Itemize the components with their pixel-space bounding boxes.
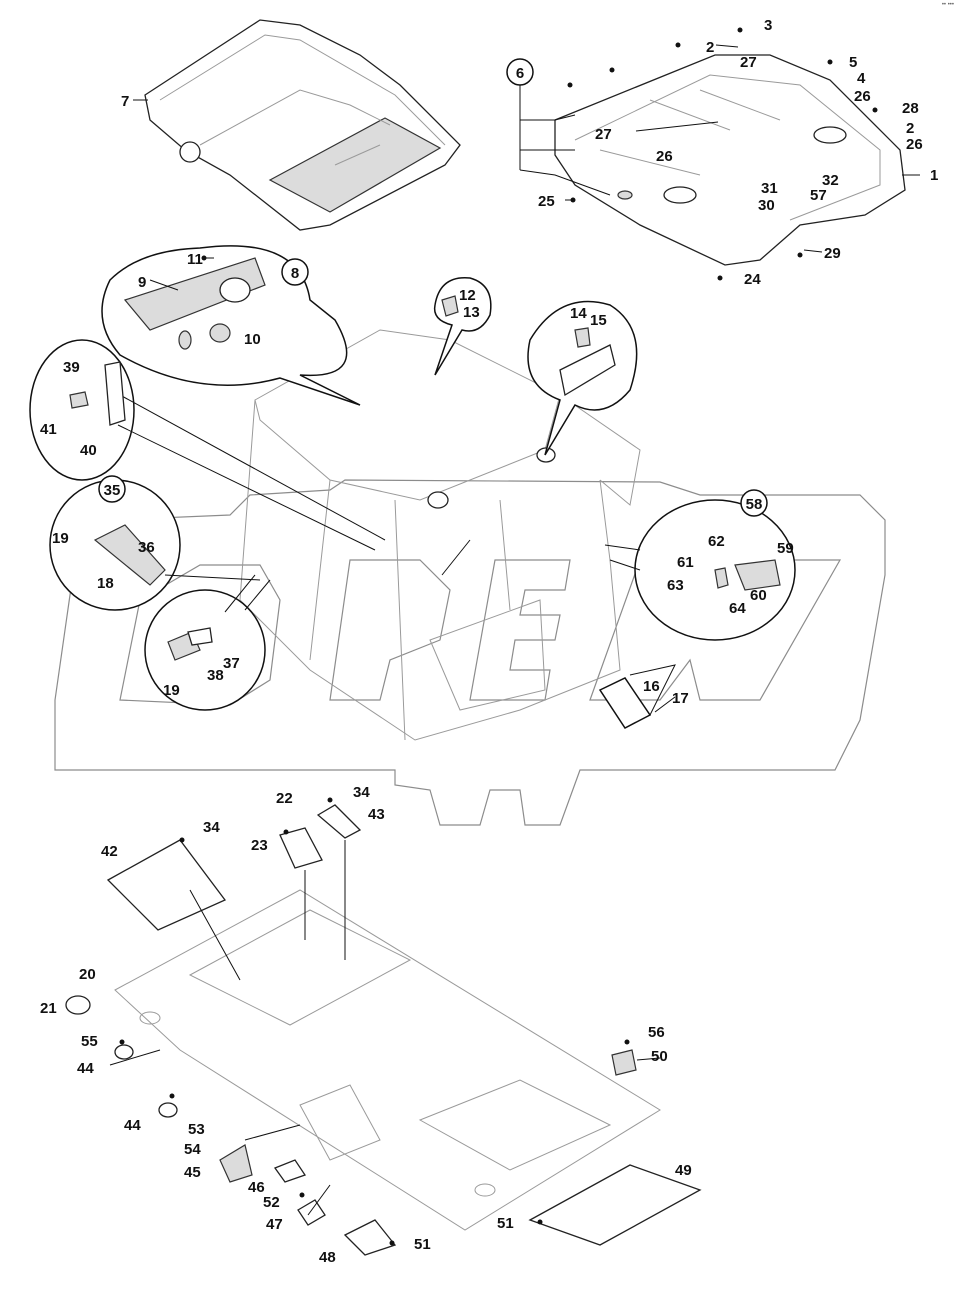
part-label: 2 [706, 39, 714, 56]
part-label: 7 [121, 93, 129, 110]
part-label: 10 [244, 331, 261, 348]
part-label: 12 [459, 287, 476, 304]
callout-badge-text: 35 [104, 482, 121, 499]
floor-plate [114, 889, 661, 1231]
part-label: 18 [97, 575, 114, 592]
leader-lines [109, 44, 920, 1216]
part-label: 53 [188, 1121, 205, 1138]
part-label: 44 [77, 1060, 94, 1077]
part-label: 26 [906, 136, 923, 153]
callout-badge-text: 58 [746, 496, 763, 513]
part-label: 14 [570, 305, 587, 322]
part-label: 23 [251, 837, 268, 854]
part-label: 16 [643, 678, 660, 695]
fastener-markers [119, 27, 878, 1246]
part-label: 22 [276, 790, 293, 807]
part-label: 42 [101, 843, 118, 860]
callout-bubble-8 [101, 245, 361, 406]
part-label: 44 [124, 1117, 141, 1134]
part-label: 48 [319, 1249, 336, 1266]
part-label: 20 [79, 966, 96, 983]
part-label: 5 [849, 54, 857, 71]
callout-bubble-58 [604, 499, 796, 641]
part-label: 41 [40, 421, 57, 438]
part-label: 19 [52, 530, 69, 547]
callout-bubble-37 [144, 574, 271, 711]
callout-bubble-39 [29, 339, 386, 551]
part-label: 50 [651, 1048, 668, 1065]
callout-badge-text: 6 [516, 65, 524, 82]
part-label: 62 [708, 533, 725, 550]
part-label: 46 [248, 1179, 265, 1196]
part-label: 34 [203, 819, 220, 836]
part-label: 61 [677, 554, 694, 571]
part-label: 59 [777, 540, 794, 557]
part-label: 29 [824, 245, 841, 262]
callout-bubble-14 [527, 300, 638, 456]
callout-badge-6: 6 [506, 58, 534, 86]
headliner-panel [144, 19, 461, 231]
roof-panel [554, 54, 906, 266]
brand-mark: •• ••• [941, 2, 954, 8]
part-label: 54 [184, 1141, 201, 1158]
part-label: 4 [857, 70, 866, 87]
part-label: 27 [595, 126, 612, 143]
part-label: 47 [266, 1216, 283, 1233]
part-label: 49 [675, 1162, 692, 1179]
part-label: 17 [672, 690, 689, 707]
part-label: 39 [63, 359, 80, 376]
part-label: 43 [368, 806, 385, 823]
part-label: 9 [138, 274, 146, 291]
part-label: 45 [184, 1164, 201, 1181]
callout-badge-58: 58 [740, 489, 768, 517]
part-label: 36 [138, 539, 155, 556]
callout-badge-text: 8 [291, 265, 299, 282]
part-label: 19 [163, 682, 180, 699]
part-label: 51 [497, 1215, 514, 1232]
part-label: 27 [740, 54, 757, 71]
part-label: 34 [353, 784, 370, 801]
part-label: 15 [590, 312, 607, 329]
part-label: 13 [463, 304, 480, 321]
part-label: 2 [906, 120, 914, 137]
part-label: 40 [80, 442, 97, 459]
part-label: 21 [40, 1000, 57, 1017]
part-label: 32 [822, 172, 839, 189]
part-label: 31 [761, 180, 778, 197]
part-label: 57 [810, 187, 827, 204]
part-label: 64 [729, 600, 746, 617]
part-label: 28 [902, 100, 919, 117]
part-label: 55 [81, 1033, 98, 1050]
part-label: 3 [764, 17, 772, 34]
callout-bubble-12 [433, 277, 492, 376]
callout-badge-8: 8 [281, 258, 309, 286]
part-label: 60 [750, 587, 767, 604]
part-label: 51 [414, 1236, 431, 1253]
part-label: 24 [744, 271, 761, 288]
callout-bubble-16 [598, 664, 676, 729]
part-label: 1 [930, 167, 938, 184]
part-label: 37 [223, 655, 240, 672]
part-label: 52 [263, 1194, 280, 1211]
floor-accessory-panels [65, 804, 702, 1256]
part-label: 38 [207, 667, 224, 684]
part-label: 25 [538, 193, 555, 210]
part-labels: 1 2 2 3 4 5 7 9 10 11 12 13 14 15 16 17 … [40, 17, 938, 1266]
part-label: 11 [187, 251, 203, 268]
callout-bubble-35 [49, 479, 261, 611]
part-label: 26 [854, 88, 871, 105]
part-label: 56 [648, 1024, 665, 1041]
part-label: 30 [758, 197, 775, 214]
part-label: 63 [667, 577, 684, 594]
callout-badge-35: 35 [98, 475, 126, 503]
part-label: 26 [656, 148, 673, 165]
